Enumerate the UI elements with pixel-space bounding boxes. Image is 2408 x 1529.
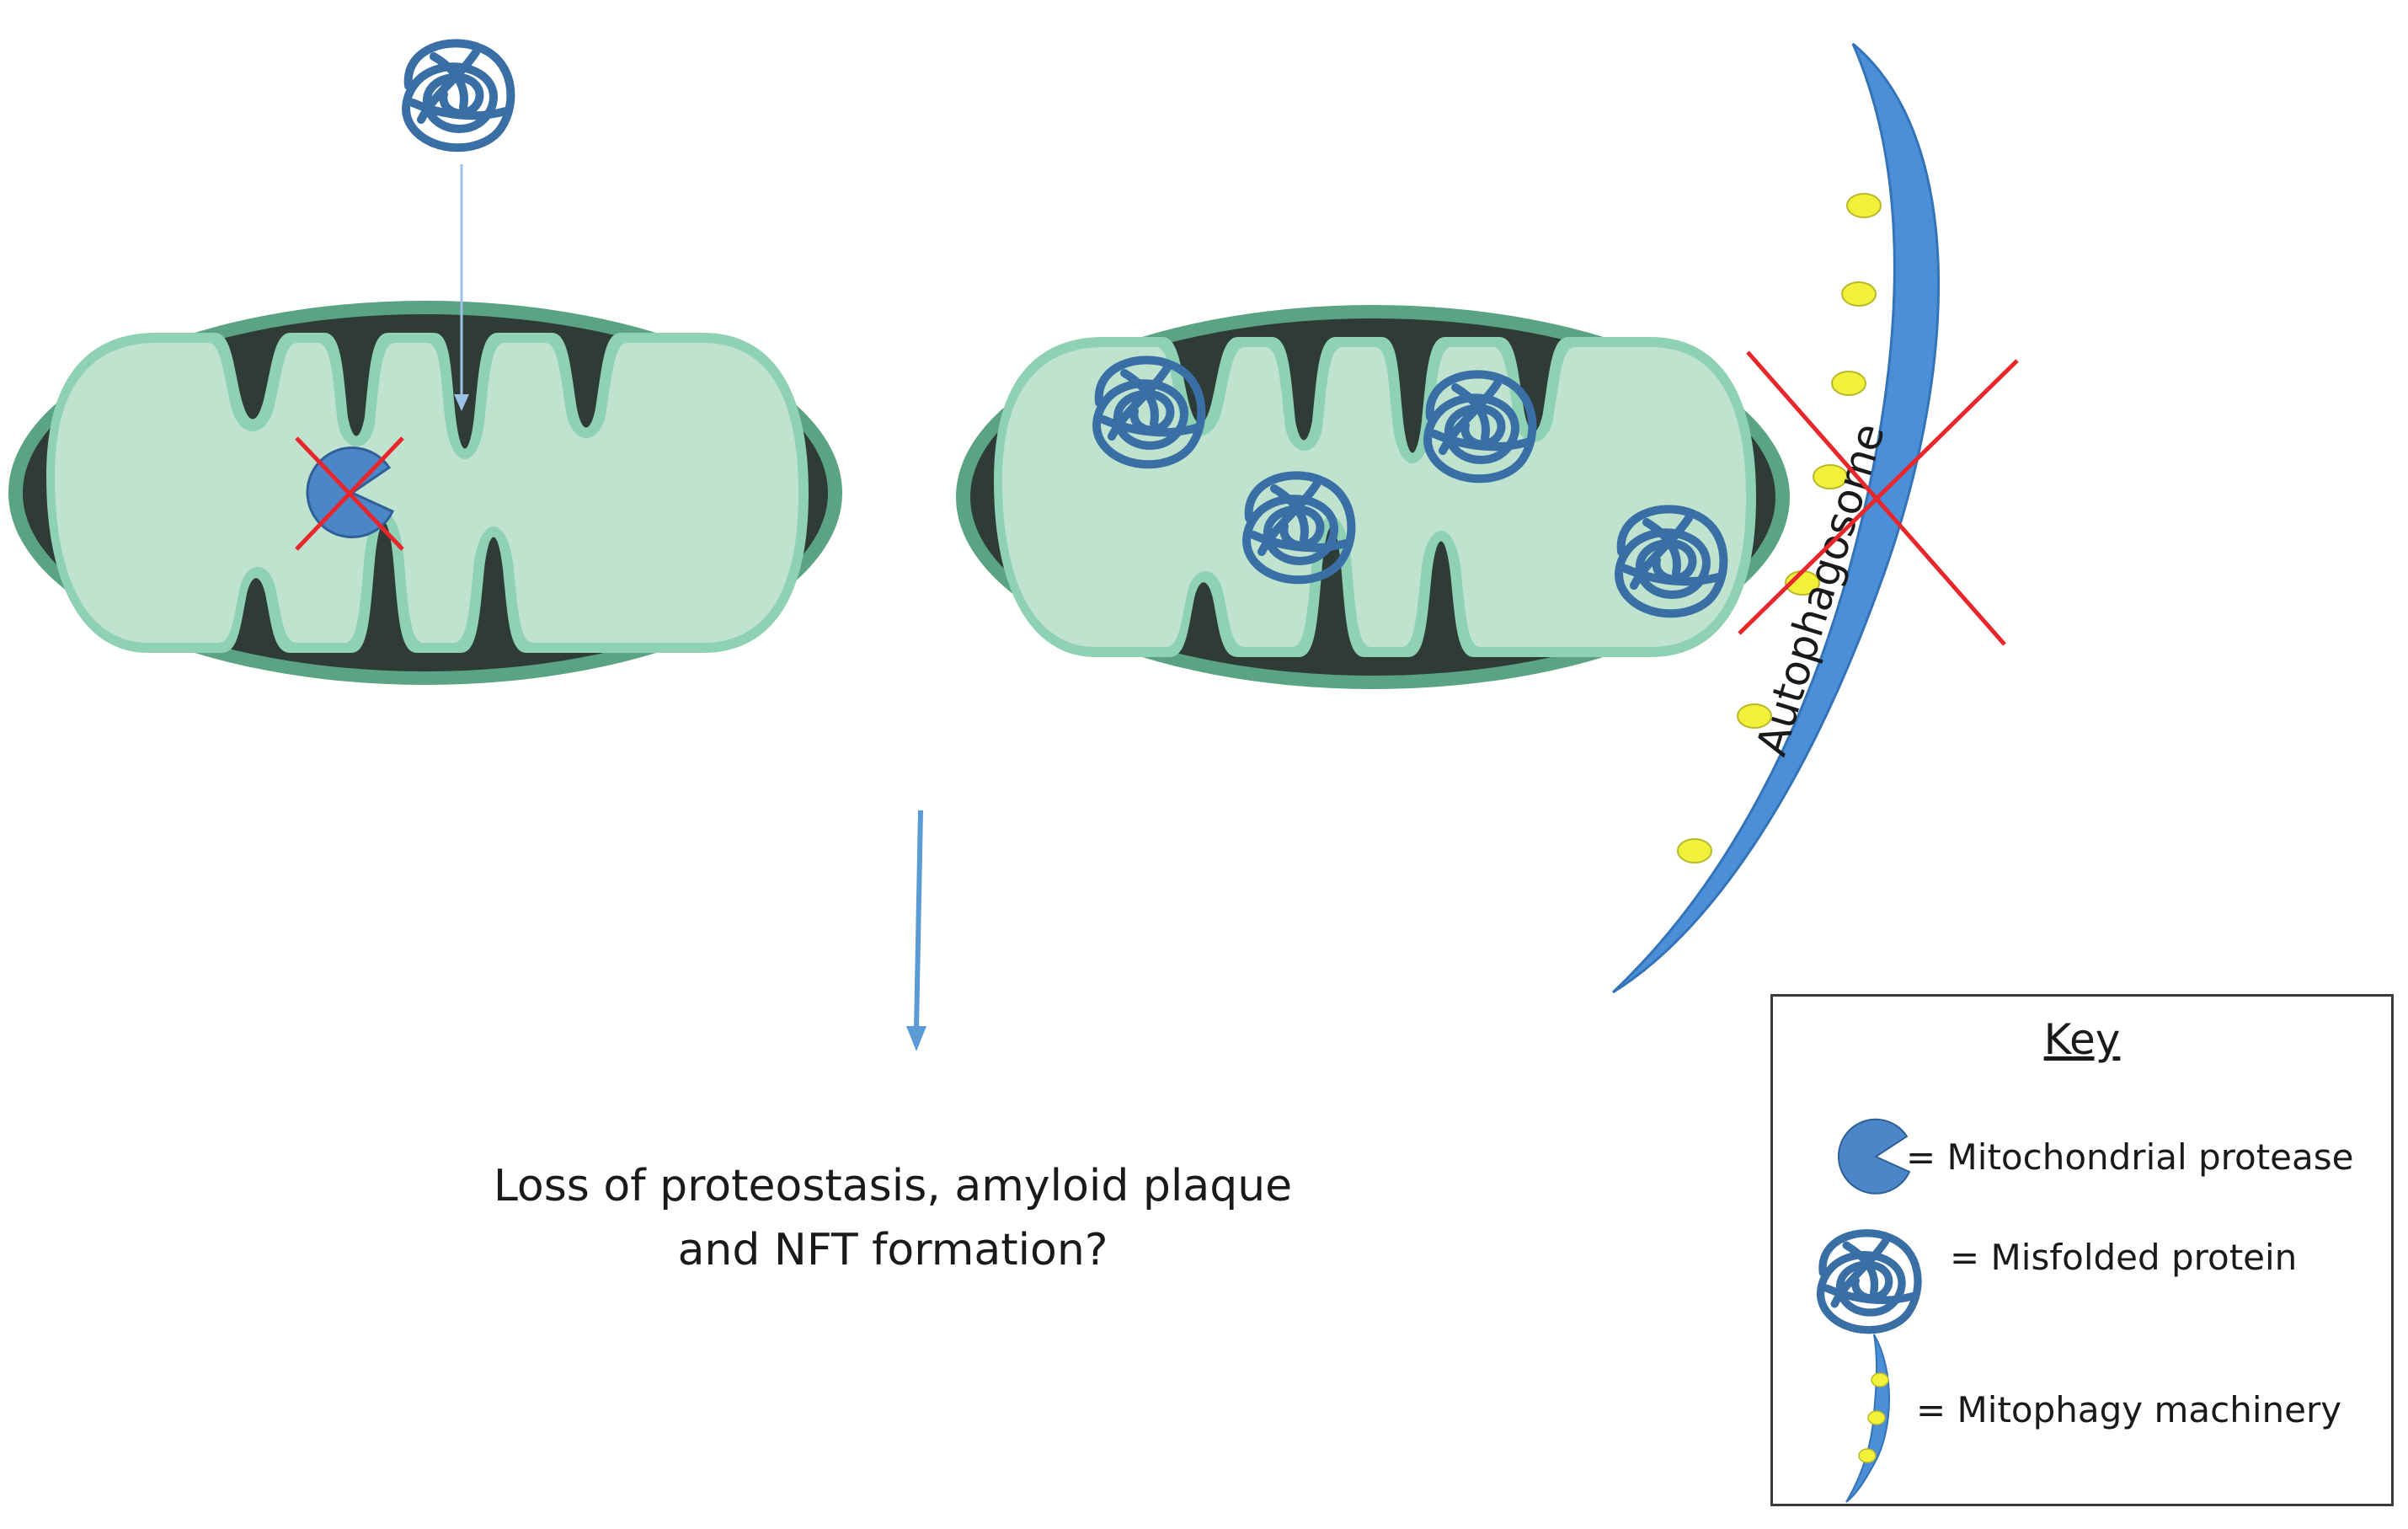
mitochondrion-left: [8, 301, 842, 685]
receptor-dot: [1677, 838, 1712, 863]
legend-label-mitophagy: = Mitophagy machinery: [1916, 1389, 2342, 1430]
conclusion-line: Loss of proteostasis, amyloid plaque: [493, 1161, 1293, 1211]
mitophagy-machinery-icon: [1845, 1334, 1890, 1503]
conclusion-text: Loss of proteostasis, amyloid plaque and…: [354, 1154, 1432, 1282]
receptor-dot: [1841, 281, 1877, 307]
misfolded-protein-icon: [1811, 1226, 1929, 1335]
receptor-dot: [1813, 464, 1848, 489]
receptor-dot: [1737, 703, 1772, 729]
receptor-dot: [1831, 371, 1866, 396]
receptor-dot: [1846, 193, 1882, 218]
import-arrow: [454, 164, 469, 411]
cross-icon: [1738, 350, 2019, 646]
legend-title: Key: [2043, 1015, 2121, 1064]
protease-icon: [1837, 1118, 1911, 1195]
legend-label-misfolded: = Misfolded protein: [1950, 1237, 2298, 1278]
downstream-arrow: [906, 810, 926, 1051]
cross-icon: [295, 436, 404, 551]
legend-box: Key = Mitochondrial protease = Misfolded…: [1770, 994, 2394, 1506]
conclusion-line: and NFT formation?: [677, 1225, 1108, 1275]
legend-label-protease: = Mitochondrial protease: [1906, 1136, 2354, 1178]
misfolded-protein-icon: [406, 43, 510, 147]
mitochondrion-right: [956, 305, 1790, 689]
